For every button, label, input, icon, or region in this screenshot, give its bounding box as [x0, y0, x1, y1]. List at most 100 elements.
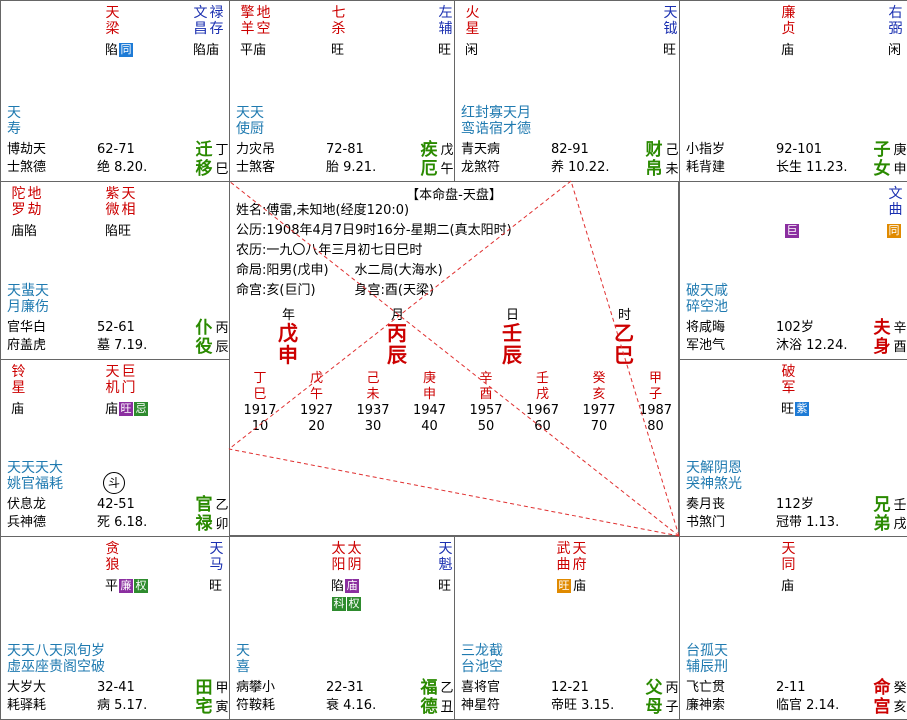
star-1: 太阴	[347, 541, 362, 573]
palace-name[interactable]: 田宅	[195, 679, 213, 717]
palace-name[interactable]: 子女	[873, 141, 891, 179]
palace-name-char: 夫	[873, 318, 891, 338]
star-char: 军	[781, 380, 796, 396]
transform-badge: 同	[887, 224, 901, 238]
star-char: 门	[121, 380, 136, 396]
star-char: 昌	[193, 21, 208, 37]
shensha-line: 喜将官	[461, 680, 501, 695]
shensha-line: 兵神德	[7, 515, 47, 530]
brightness-1: 同	[886, 224, 901, 240]
minor-star-line: 姚官福耗	[7, 476, 63, 492]
star-char: 曲	[556, 557, 571, 573]
star-2: 巨门	[121, 364, 136, 396]
shensha-line: 书煞门	[686, 515, 726, 530]
stem-branch-char: 壬	[893, 498, 907, 513]
shensha-line: 力灾吊	[236, 142, 276, 157]
life-stage: 帝旺 3.15.	[551, 698, 615, 713]
brightness-text: 庙	[105, 402, 119, 417]
decade-luck-value: 癸	[592, 371, 606, 386]
decade-luck-value: 亥	[592, 387, 606, 402]
star-3: 左辅	[438, 5, 453, 37]
brightness-2: 旺	[438, 43, 451, 59]
star-2: 紫微	[105, 186, 120, 218]
decade-range: 2-11	[776, 680, 806, 695]
stem-branch-char: 丁	[215, 143, 229, 158]
star-char: 弼	[888, 21, 903, 37]
life-stage: 病 5.17.	[97, 698, 148, 713]
minor-star-line: 三龙截	[461, 643, 503, 659]
shensha-list: 青天病龙煞符	[461, 141, 541, 177]
palace-name[interactable]: 兄弟	[873, 496, 891, 534]
stem-branch-char: 丙	[215, 321, 229, 336]
palace-name[interactable]: 迁移	[195, 141, 213, 179]
stem-branch-char: 酉	[893, 340, 907, 355]
palace-name[interactable]: 命宫	[873, 679, 891, 717]
star-char: 七	[331, 5, 346, 21]
brightness-text: 平庙	[240, 43, 267, 58]
brightness-text: 平	[105, 579, 119, 594]
minor-stars: 天蜚天月廉伤	[7, 283, 49, 315]
life-stage: 冠带 1.13.	[776, 515, 840, 530]
dou-circle-icon: 斗	[103, 472, 125, 494]
decade-luck-value: 丁	[253, 371, 267, 386]
stem-branch: 丙辰	[215, 319, 229, 357]
transform-badge: 庙	[345, 579, 360, 593]
star-char: 天	[105, 5, 120, 21]
star-char: 太	[331, 541, 346, 557]
brightness-text: 闲	[888, 43, 902, 58]
star-0: 火星	[465, 5, 480, 37]
palace-name[interactable]: 疾厄	[420, 141, 438, 179]
palace-name-char: 田	[195, 678, 213, 698]
shensha-line: 神星符	[461, 698, 501, 713]
four-pillar: 壬辰	[500, 322, 524, 366]
palace-name-char: 身	[873, 337, 891, 357]
brightness-text: 庙	[781, 43, 795, 58]
palace-name-char: 宅	[195, 697, 213, 717]
decade-luck-value: 申	[422, 387, 436, 402]
star-0: 铃星	[11, 364, 26, 396]
palace-name-char: 厄	[420, 159, 438, 179]
palace-name[interactable]: 仆役	[195, 319, 213, 357]
decade-range: 52-61	[97, 320, 135, 335]
life-stage: 沐浴 12.24.	[776, 338, 848, 353]
brightness-text: 旺	[438, 579, 452, 594]
star-char: 禄	[209, 5, 224, 21]
palace-name[interactable]: 福德	[420, 679, 438, 717]
star-char: 擎	[240, 5, 255, 21]
minor-star-line: 天天八天凤旬岁	[7, 643, 105, 659]
minor-star-line: 辅辰刑	[686, 659, 728, 675]
palace-name[interactable]: 夫身	[873, 319, 891, 357]
palace-name[interactable]: 财帛	[645, 141, 663, 179]
brightness-0: 旺紫	[781, 402, 810, 418]
decade-luck-value: 70	[590, 419, 608, 434]
shensha-list: 力灾吊士煞客	[236, 141, 316, 177]
decade-luck-value: 1937	[356, 403, 390, 418]
decade-range: 42-51	[97, 497, 135, 512]
major-stars: 火星天钺闲旺	[461, 5, 678, 63]
brightness-text: 陷庙	[193, 43, 220, 58]
minor-star-line: 哭神煞光	[686, 476, 742, 492]
palace-name[interactable]: 官禄	[195, 496, 213, 534]
shensha-line: 军池气	[686, 338, 726, 353]
stem-branch-char: 辛	[893, 321, 907, 336]
stem-branch-char: 亥	[893, 700, 907, 715]
palace-name[interactable]: 父母	[645, 679, 663, 717]
life-stage: 绝 8.20.	[97, 160, 148, 175]
star-char: 天	[209, 541, 224, 557]
stem-branch-char: 甲	[215, 681, 229, 696]
decade-luck-value: 1987	[638, 403, 673, 418]
